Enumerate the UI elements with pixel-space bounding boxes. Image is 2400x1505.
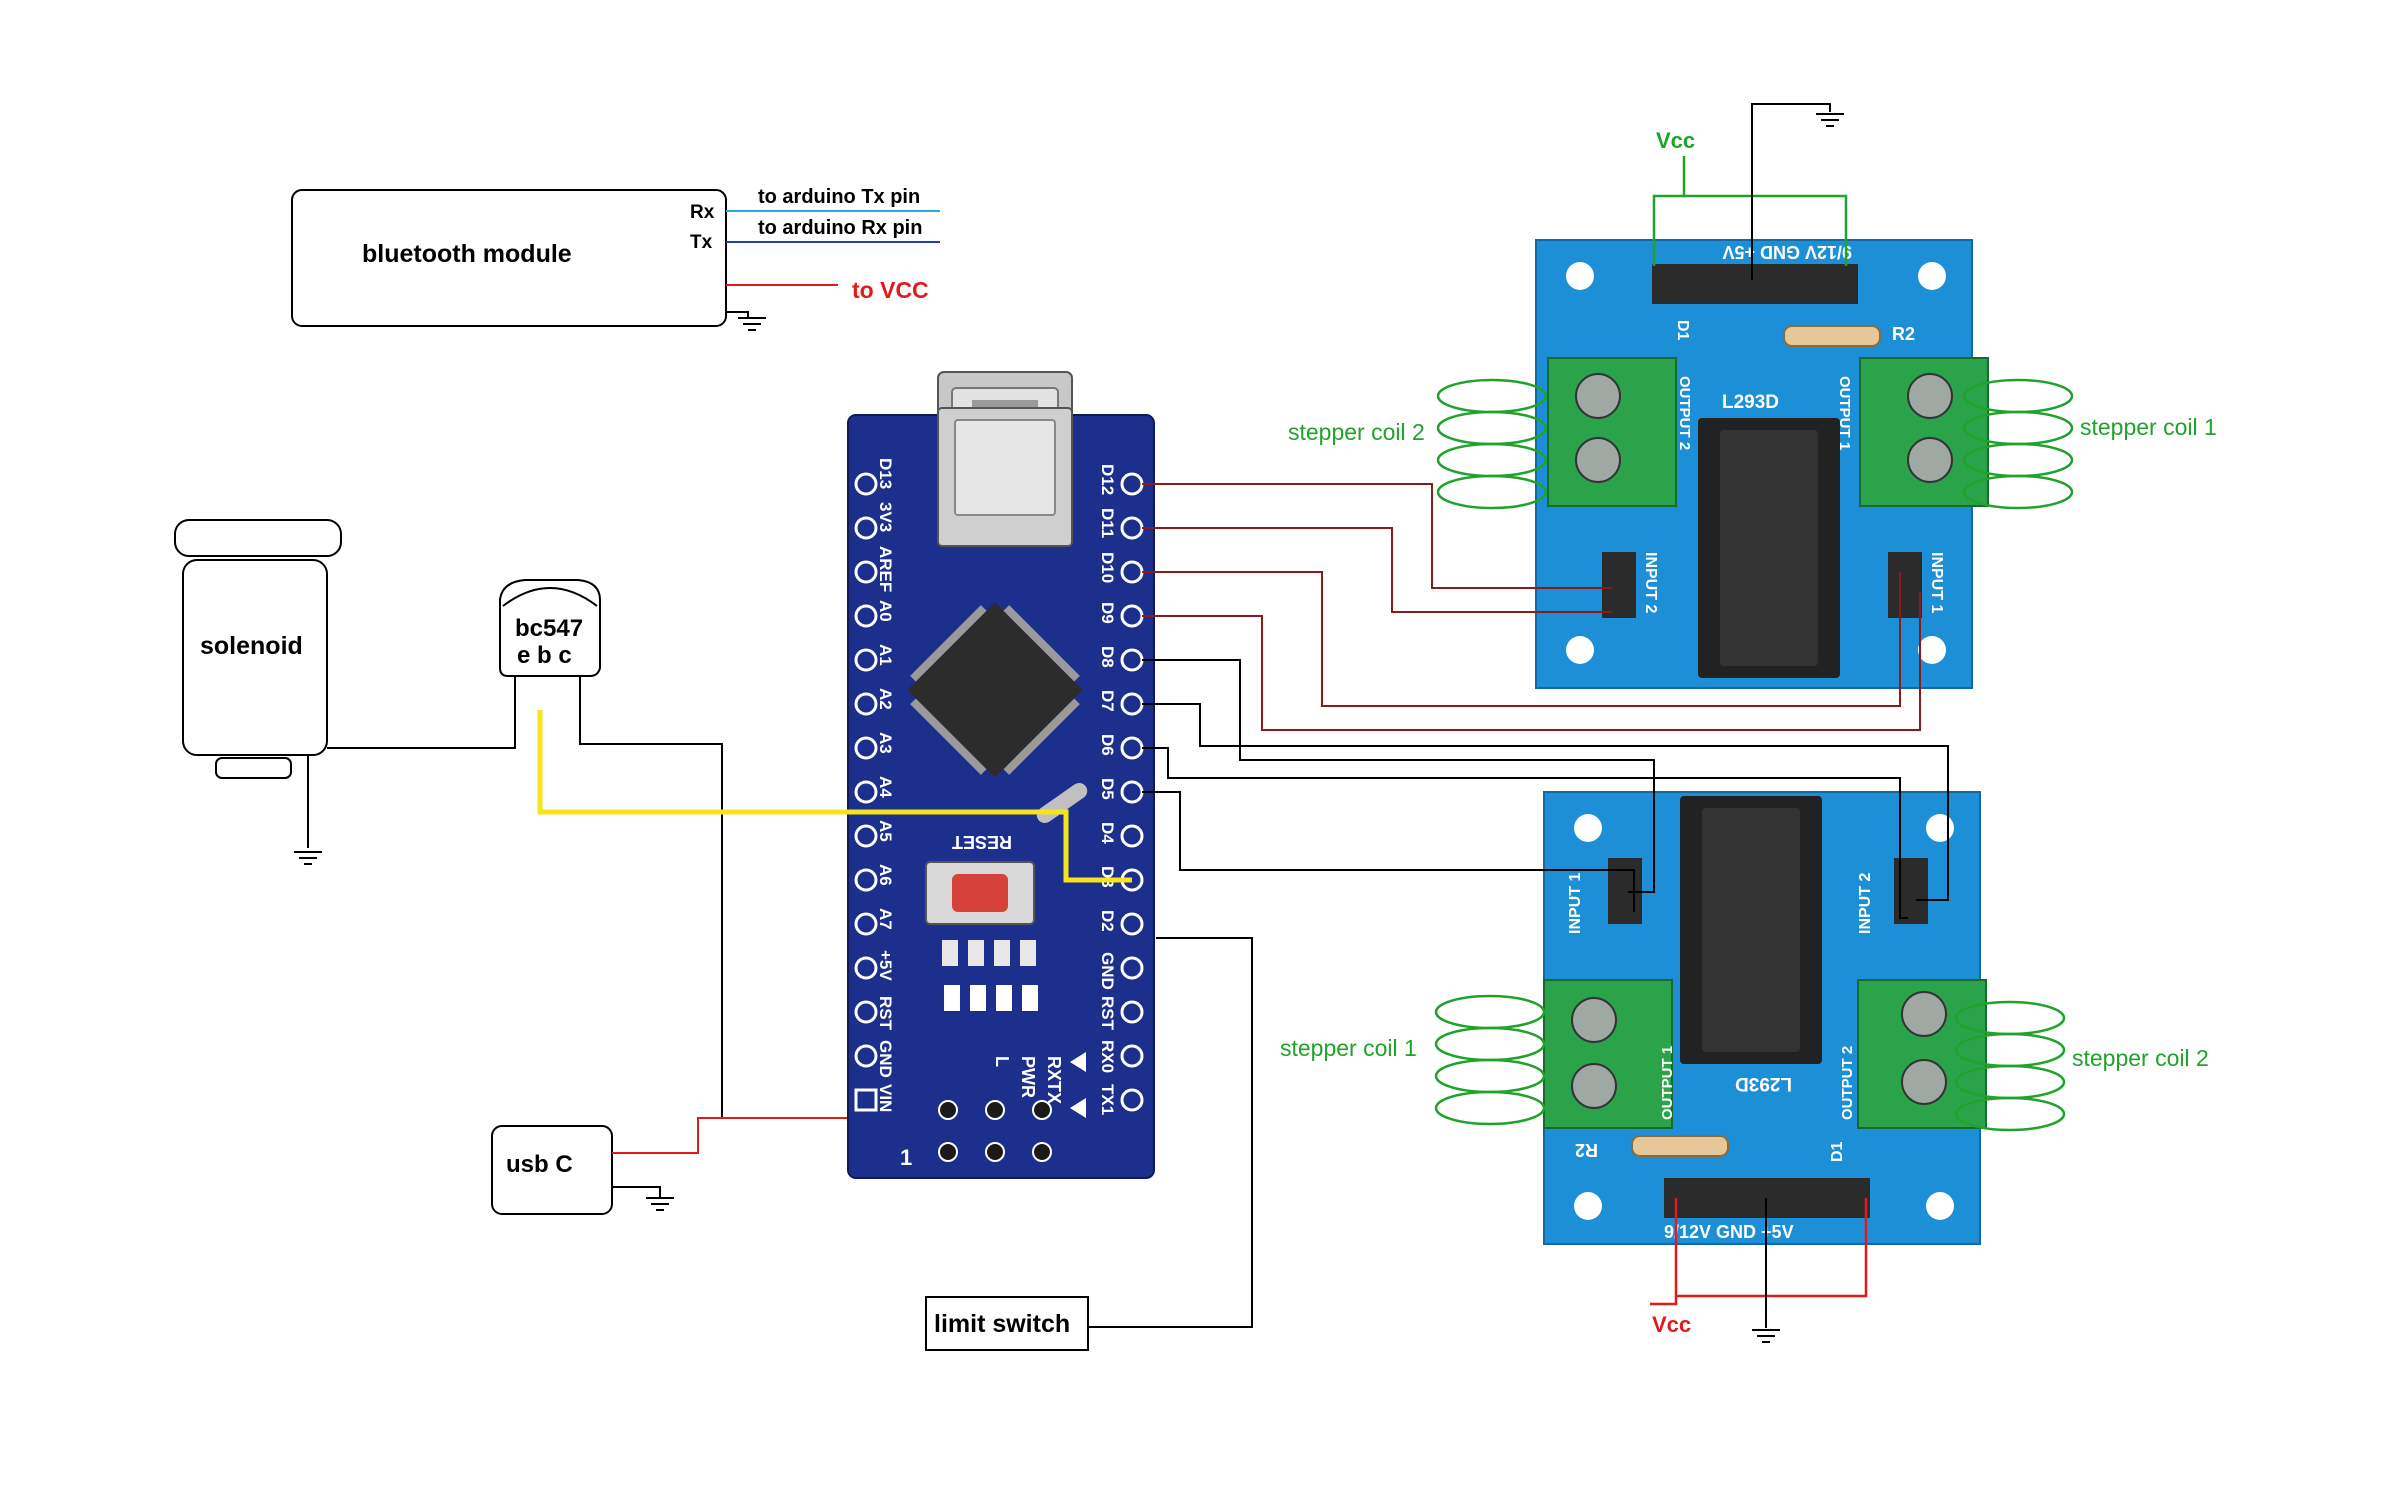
driver-top-r2: R2	[1892, 324, 1915, 344]
bc547-transistor: bc547 e b c	[327, 579, 723, 1118]
pin-label-right: D11	[1098, 508, 1117, 538]
driver-top-coil-left: stepper coil 2	[1288, 419, 1425, 445]
driver-bottom-input1: INPUT 1	[1567, 873, 1584, 934]
pin-label-right: D6	[1098, 734, 1117, 756]
pin-label-left: GND	[876, 1040, 895, 1078]
bluetooth-tx-label: Tx	[690, 232, 713, 253]
pin-label-right: D10	[1098, 552, 1117, 583]
pin-label-right: D4	[1098, 822, 1117, 844]
left-pin-header	[854, 472, 878, 1112]
driver-top-input1: INPUT 1	[1928, 552, 1945, 613]
limit-switch: limit switch	[925, 937, 1253, 1351]
driver-bottom-input2: INPUT 2	[1857, 873, 1874, 934]
usb-c-power: usb C	[491, 1117, 862, 1215]
pin-label-left: A1	[876, 644, 895, 666]
pin-label-left: D13	[876, 458, 895, 489]
driver-top-power-pins: 9/12V GND +5V	[1722, 242, 1852, 262]
vcc-note: to VCC	[852, 277, 929, 303]
pin-label-right: D9	[1098, 602, 1117, 624]
pin-label-left: 3V3	[876, 502, 895, 532]
pin-label-right: D8	[1098, 646, 1117, 668]
signal-wires	[537, 483, 1949, 919]
pin-label-left: AREF	[876, 546, 895, 592]
bluetooth-rx-label: Rx	[690, 202, 715, 223]
limit-switch-label: limit switch	[934, 1310, 1070, 1338]
solenoid-label: solenoid	[200, 632, 303, 660]
pin-label-right: RX0	[1098, 1040, 1117, 1073]
rx-note: to arduino Tx pin	[758, 186, 920, 208]
led-label-pwr: PWR	[1018, 1056, 1038, 1098]
pin-label-left: A7	[876, 908, 895, 930]
pin-label-left: RST	[876, 996, 895, 1031]
right-pin-header	[1120, 472, 1144, 1112]
driver-bottom-r2: R2	[1575, 1140, 1598, 1160]
pin-label-right: D2	[1098, 910, 1117, 932]
pin-label-left: A5	[876, 820, 895, 842]
ground-symbol	[293, 851, 323, 865]
ground-symbol	[737, 317, 767, 331]
motor-driver-bottom: L293D INPUT 1 INPUT 2 OUTPUT 1 OUTPUT 2 …	[1280, 791, 2209, 1343]
driver-bottom-chip: L293D	[1735, 1073, 1792, 1094]
driver-top-chip: L293D	[1722, 392, 1779, 413]
motor-driver-top: 9/12V GND +5V L293D R2 D1 OUTPUT 2 OUTPU…	[1288, 103, 2217, 689]
ground-symbol	[1815, 113, 1845, 127]
bluetooth-title: bluetooth module	[362, 240, 572, 268]
pin-label-right: RST	[1098, 996, 1117, 1031]
pin-label-right: D7	[1098, 690, 1117, 712]
pin-label-right: TX1	[1098, 1084, 1117, 1115]
pin-label-right: D3	[1098, 866, 1117, 888]
led-label-l: L	[992, 1056, 1012, 1067]
driver-bottom-output1: OUTPUT 1	[1659, 1046, 1676, 1120]
pin-label-left: A3	[876, 732, 895, 754]
led-label-rxtx: RXTX	[1044, 1056, 1064, 1104]
driver-bottom-output2: OUTPUT 2	[1839, 1046, 1856, 1120]
coil-icon	[1436, 378, 2074, 510]
pin-label-right: GND	[1098, 952, 1117, 990]
driver-bottom-coil-left: stepper coil 1	[1280, 1035, 1417, 1061]
driver-bottom-d1: D1	[1829, 1141, 1846, 1162]
driver-top-output1: OUTPUT 1	[1836, 376, 1853, 450]
ground-symbol	[645, 1197, 675, 1211]
usb-label: usb C	[506, 1151, 573, 1178]
driver-top-d1: D1	[1674, 320, 1691, 341]
pin-label-right: D5	[1098, 778, 1117, 800]
coil-icon	[1434, 994, 2066, 1132]
pin-label-left: +5V	[876, 950, 895, 981]
reset-label: RESET	[952, 832, 1012, 852]
driver-bottom-vcc: Vcc	[1652, 1312, 1691, 1337]
driver-top-vcc: Vcc	[1656, 128, 1695, 153]
driver-top-output2: OUTPUT 2	[1676, 376, 1693, 450]
arduino-nano: RESET RXTX PWR L 1	[847, 371, 1155, 1179]
bluetooth-module: bluetooth module Rx Tx to arduino Tx pin…	[291, 186, 940, 331]
pin-label-left: VIN	[876, 1084, 895, 1112]
solenoid: solenoid	[174, 519, 342, 865]
pin-label-left: A0	[876, 600, 895, 622]
transistor-pins: e b c	[517, 642, 572, 669]
driver-bottom-coil-right: stepper coil 2	[2072, 1045, 2209, 1071]
pin-label-left: A2	[876, 688, 895, 710]
ground-symbol	[1751, 1329, 1781, 1343]
driver-top-coil-right: stepper coil 1	[2080, 414, 2217, 440]
transistor-label: bc547	[515, 615, 583, 642]
driver-bottom-power-pins: 9/12V GND +5V	[1664, 1222, 1794, 1242]
tx-note: to arduino Rx pin	[758, 217, 922, 239]
pin1-mark: 1	[900, 1145, 912, 1170]
pin-label-left: A6	[876, 864, 895, 886]
pin-label-right: D12	[1098, 464, 1117, 495]
pin-label-left: A4	[876, 776, 895, 798]
driver-top-input2: INPUT 2	[1642, 552, 1659, 613]
